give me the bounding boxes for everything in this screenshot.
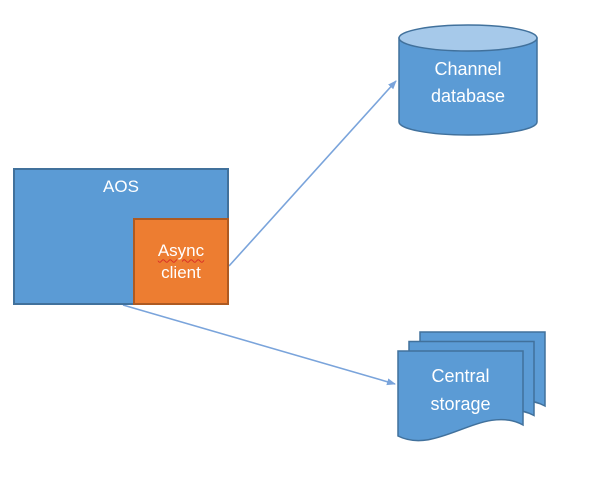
async-client-label-line1: Async (157, 240, 205, 260)
document-front (397, 350, 524, 442)
channel-database-cylinder (398, 24, 538, 136)
async-client-box: Async client (133, 218, 229, 305)
async-client-label-line2: client (161, 262, 201, 282)
arrow-async-client-to-channel-database (228, 80, 397, 267)
arrow-aos-to-central-storage (122, 304, 396, 386)
central-storage-stack (397, 331, 546, 442)
cylinder-body (398, 37, 538, 136)
cylinder-top (398, 24, 538, 52)
aos-label: AOS (103, 177, 139, 196)
